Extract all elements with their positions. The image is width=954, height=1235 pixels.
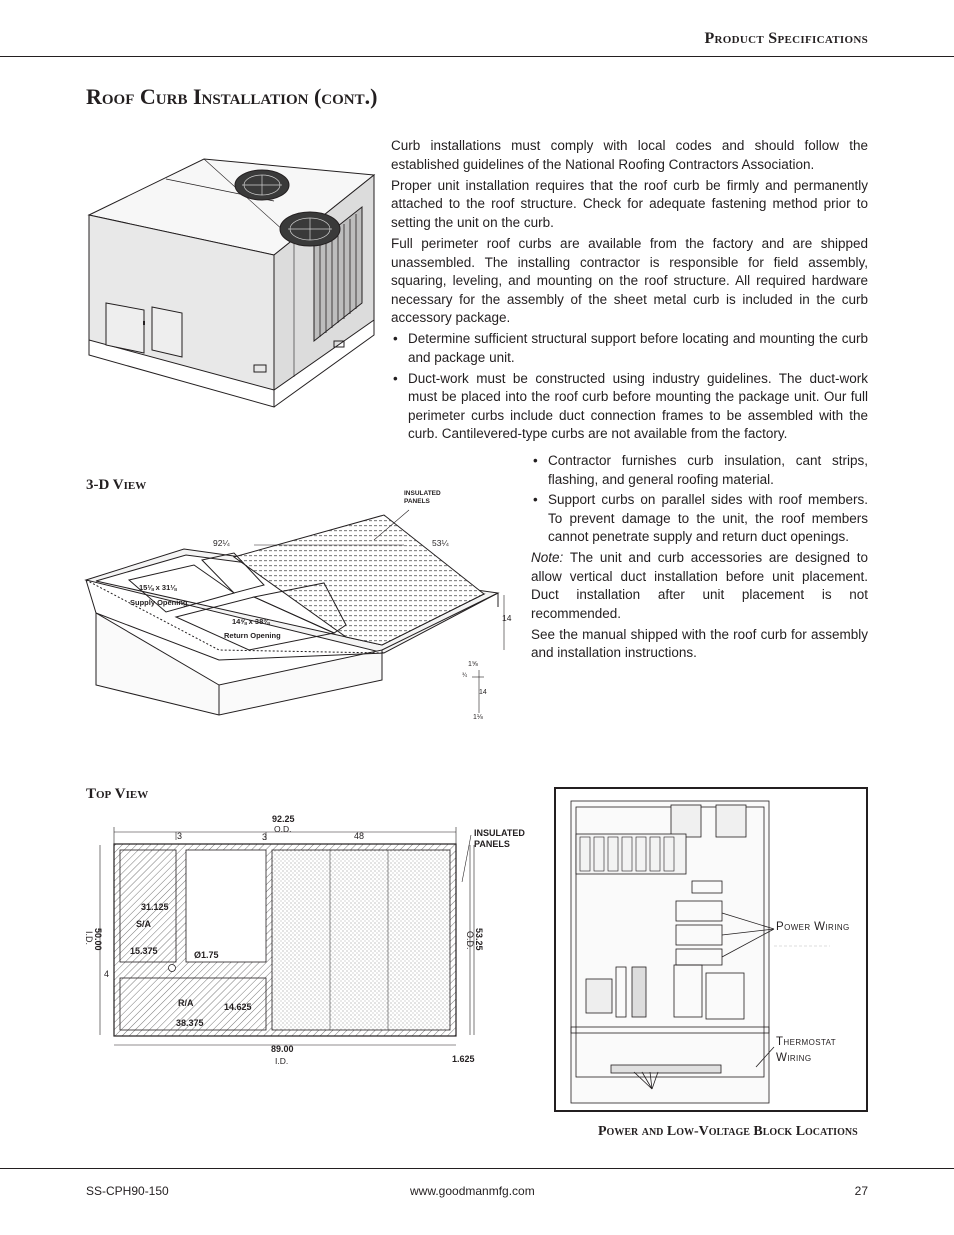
return-label: Return Opening: [224, 631, 281, 640]
detail-dim: 1⅝: [468, 661, 478, 668]
dim-od-width-label: O.D.: [274, 824, 291, 834]
header-section-title: Product Specifications: [704, 30, 868, 47]
insulated-label-3d: INSULATED: [404, 490, 441, 497]
supply-label: Supply Opening: [130, 598, 188, 607]
continued-bullets: Contractor furnishes curb insulation, ca…: [531, 452, 868, 547]
thermostat-wiring-label: Thermostat Wiring: [776, 1034, 836, 1066]
return-size: 14⅝ x 38⅜: [232, 617, 270, 626]
package-unit-illustration: [87, 158, 376, 408]
curb-height: 14: [502, 613, 512, 623]
insulated-label-top: PANELS: [474, 839, 510, 849]
thermostat-label-line: Wiring: [776, 1052, 812, 1064]
dim-31125: 31.125: [141, 902, 169, 912]
note-text: The unit and curb accessories are design…: [531, 549, 868, 621]
dim-od-width: 92.25: [272, 814, 295, 824]
bullet-item: Duct-work must be constructed using indu…: [391, 370, 868, 444]
supply-size: 15⅛ x 31⅛: [139, 583, 177, 592]
bullet-item: Determine sufficient structural support …: [391, 330, 868, 367]
detail-dim: ¾: [462, 673, 468, 679]
footer-doc-id: SS-CPH90-150: [86, 1184, 169, 1198]
footer-rule: [0, 1168, 954, 1169]
footer-url[interactable]: www.goodmanmfg.com: [410, 1184, 535, 1198]
note-label: Note:: [531, 549, 564, 565]
view-3d-title: 3-D View: [86, 477, 147, 493]
hole-label: Ø1.75: [194, 950, 219, 960]
closing-paragraph: See the manual shipped with the roof cur…: [531, 626, 868, 661]
dim-id-width-label: I.D.: [275, 1056, 288, 1066]
ra-label: R/A: [178, 998, 194, 1008]
intro-text: Curb installations must comply with loca…: [391, 137, 868, 446]
dim-14625: 14.625: [224, 1002, 252, 1012]
block-locations-title: Power and Low-Voltage Block Locations: [598, 1124, 858, 1139]
thermostat-label-line: Thermostat: [776, 1036, 837, 1048]
control-box-drawing: [570, 800, 830, 1104]
intro-bullets: Determine sufficient structural support …: [391, 330, 868, 444]
dim-92: 92¼: [213, 538, 230, 548]
curb-top-view-drawing: 92.25 O.D. 3 3 48 INSULATED PANELS 31.12…: [86, 814, 525, 1066]
insulated-label-3d: PANELS: [404, 498, 431, 505]
dim-id-height: 50.00: [93, 928, 103, 951]
note-paragraph: Note: The unit and curb accessories are …: [531, 549, 868, 623]
curb-3d-drawing: INSULATED PANELS 92¼ 53¼ 15⅛ x 31⅛ Suppl…: [84, 490, 512, 721]
power-wiring-label: Power Wiring: [776, 921, 850, 933]
control-box-figure: Power Wiring Thermostat Wiring: [554, 787, 868, 1112]
intro-paragraph: Curb installations must comply with loca…: [391, 138, 868, 172]
top-view-title: Top View: [86, 786, 149, 802]
bullet-item: Contractor furnishes curb insulation, ca…: [531, 452, 868, 489]
dim-48: 48: [354, 831, 364, 841]
dim-id-width: 89.00: [271, 1044, 294, 1054]
dim-od-height: 53.25: [474, 928, 484, 951]
dim-38375: 38.375: [176, 1018, 204, 1028]
sa-label: S/A: [136, 919, 152, 929]
dim-3a: 3: [177, 831, 182, 841]
dim-4: 4: [104, 969, 109, 979]
intro-paragraph: Full perimeter roof curbs are available …: [391, 235, 868, 326]
bullet-item: Support curbs on parallel sides with roo…: [531, 491, 868, 547]
dim-id-height-label: I.D.: [86, 931, 94, 945]
header-rule: [0, 56, 954, 57]
dim-53: 53¼: [432, 538, 449, 548]
dim-15375: 15.375: [130, 946, 158, 956]
intro-paragraph: Proper unit installation requires that t…: [391, 177, 868, 230]
dim-3b: 3: [262, 832, 267, 842]
insulated-label-top: INSULATED: [474, 828, 525, 838]
detail-dim: 1⅛: [473, 714, 483, 721]
detail-dim: 14: [479, 689, 487, 696]
continued-text: Contractor furnishes curb insulation, ca…: [531, 452, 868, 666]
footer-page-number: 27: [854, 1184, 868, 1198]
dim-od-height-label: O.D.: [465, 931, 475, 950]
dim-1625: 1.625: [452, 1054, 475, 1064]
page-title: Roof Curb Installation (cont.): [86, 84, 378, 109]
